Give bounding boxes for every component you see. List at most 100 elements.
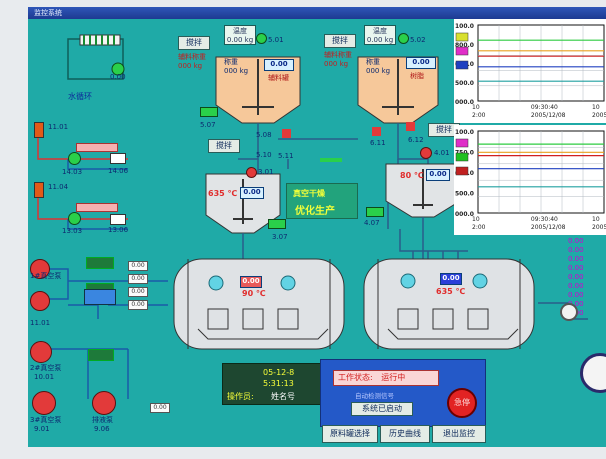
mixer-right-stir-button[interactable]: 搅拌	[428, 123, 460, 137]
dryer-right-temp: 635 ℃	[436, 287, 466, 296]
x-tick-label: 2005/12/08	[592, 112, 606, 119]
pump-2-bottom: 13.03	[62, 227, 83, 235]
x-tick-label: 2005/12/08	[592, 224, 606, 231]
mixer-right-status-icon[interactable]	[420, 147, 432, 159]
valve-red-2-icon[interactable]	[372, 127, 381, 136]
heat-tube-1	[76, 143, 118, 152]
center-flow-indicator	[320, 158, 342, 162]
x-tick-label: 09:30:40	[531, 216, 558, 223]
legend-swatch	[455, 46, 469, 56]
x-tick-label: 2:00	[472, 112, 486, 119]
mixer-left-valve: 3.07	[272, 233, 288, 241]
water-ring-value: 0.00	[110, 73, 126, 81]
nav-exit-button[interactable]: 退出监控	[432, 425, 486, 443]
mixer-right-valve-icon[interactable]	[366, 207, 384, 217]
tank-left-box-value: 0.00	[264, 59, 294, 71]
nav-tank-select-button[interactable]: 原料罐选择	[322, 425, 378, 443]
feed-pump-2[interactable]	[34, 182, 44, 198]
process-panel: 水循环 0.00 11.01 14.03 14.06 11.04 13.03 1…	[28, 19, 606, 447]
center-sign-line1: 真空干燥	[293, 189, 325, 198]
vacuum-pump-3-label: 3#真空泵	[30, 416, 62, 424]
feed-pump-1[interactable]	[34, 122, 44, 138]
dryer-right-value: 0.00	[440, 273, 462, 285]
vacuum-pump-1b-icon[interactable]	[30, 291, 50, 311]
tank-right-box-label: 树脂	[410, 72, 424, 80]
mixer-left-temp: 635 ℃	[208, 189, 238, 198]
status-field: 工作状态: 运行中	[333, 370, 439, 386]
water-ring-label: 水循环	[68, 92, 92, 101]
y-tick-label: 000.0	[455, 211, 474, 218]
counter-4: 0.00	[128, 300, 148, 310]
mixer-left-value: 0.00	[240, 187, 264, 199]
status-sub: 自动检测信号	[355, 392, 394, 400]
time-panel: 05-12-8 5:31:13 操作员: 姓名号	[222, 363, 324, 405]
right-value-2: 0.00	[568, 246, 584, 254]
mixer-left-stir-button[interactable]: 搅拌	[208, 139, 240, 153]
center-sign-line2: 优化生产	[295, 206, 335, 217]
tank-left-box-label: 辅料罐	[268, 74, 289, 82]
status-panel: 工作状态: 运行中 自动检测信号 系统已启动 急停	[320, 359, 486, 427]
tank-right-weigh-label: 称重	[366, 58, 380, 66]
time-panel-time: 5:31:13	[263, 379, 294, 388]
tank-left-stir-button[interactable]: 搅拌	[178, 36, 210, 50]
right-value-7: 0.00	[568, 291, 584, 299]
emergency-stop-button[interactable]: 急停	[447, 388, 477, 418]
y-tick-label: 100.0	[455, 23, 474, 30]
legend-swatch	[455, 32, 469, 42]
x-tick-label: 09:30:40	[531, 104, 558, 111]
valve-red-3-icon[interactable]	[406, 122, 415, 131]
vacuum-pump-3-value: 9.01	[34, 425, 50, 433]
vacuum-pump-3-icon[interactable]	[32, 391, 56, 415]
x-tick-label: 10	[592, 104, 600, 111]
mixer-left-indicator: 3.01	[258, 168, 274, 176]
tank-right-temp-tag: 温度 0.00 kg	[364, 25, 396, 45]
legend-swatch	[455, 152, 469, 162]
x-tick-label: 2005/12/08	[531, 224, 566, 231]
center-sign: 真空干燥 优化生产	[286, 183, 358, 219]
mixer-left-status-icon[interactable]	[246, 167, 257, 178]
valve-red-1-icon[interactable]	[282, 129, 291, 138]
right-value-8: 0.00	[568, 300, 584, 308]
tank-left-weigh-value: 000 kg	[224, 67, 249, 75]
mixer-left-valve-icon[interactable]	[268, 219, 286, 229]
mixer-right-value: 0.00	[426, 169, 450, 181]
system-start-button[interactable]: 系统已启动	[351, 402, 413, 416]
time-panel-date: 05-12-8	[263, 368, 295, 377]
x-tick-label: 2:00	[472, 224, 486, 231]
tank-right-indicator: 5.02	[410, 36, 426, 44]
trend-chart-bottom: 100.0750.0650.0500.0000.0102:0009:30:402…	[454, 125, 606, 235]
tank-right-status-icon[interactable]	[398, 33, 409, 44]
trend-chart-top: 100.0800.0650.0500.0000.0102:0009:30:402…	[454, 19, 606, 123]
mixer-right-temp: 80 ℃	[400, 171, 424, 180]
pump-1-status-icon[interactable]	[68, 152, 81, 165]
drain-pump-icon[interactable]	[92, 391, 116, 415]
tank-left-status-icon[interactable]	[256, 33, 267, 44]
tank-right-temp-label: 温度	[373, 27, 387, 35]
pressure-gauge-icon	[560, 303, 578, 321]
tank-right-feed-value: 000 kg	[324, 60, 349, 68]
mixer-right-indicator: 4.01	[434, 149, 450, 157]
tank-right-stir-button[interactable]: 搅拌	[324, 34, 356, 48]
mixer-right-valve: 4.07	[364, 219, 380, 227]
pump-1-bottom: 14.03	[62, 168, 83, 176]
tank-left-temp-tag: 温度 0.00 kg	[224, 25, 256, 45]
right-value-6: 0.00	[568, 282, 584, 290]
nav-history-button[interactable]: 历史曲线	[380, 425, 430, 443]
vacuum-pump-2-icon[interactable]	[30, 341, 52, 363]
valve-block-3[interactable]	[88, 349, 114, 361]
vacuum-pump-1-icon[interactable]	[30, 259, 50, 279]
valve-block-blue[interactable]	[84, 289, 116, 305]
valve-mid-4: 6.12	[408, 136, 424, 144]
drain-pump-value: 9.06	[94, 425, 110, 433]
x-tick-label: 10	[472, 216, 480, 223]
water-ring-loop	[67, 34, 125, 80]
tank-right-weigh-value: 000 kg	[366, 67, 391, 75]
agitators	[242, 59, 414, 115]
heat-tube-2	[76, 203, 118, 212]
window-title: 监控系统	[34, 9, 62, 17]
valve-block-1[interactable]	[86, 257, 114, 269]
pump-2-status-icon[interactable]	[68, 212, 81, 225]
tank-left-valve-icon[interactable]	[200, 107, 218, 117]
vacuum-pump-1-value: 11.01	[30, 319, 51, 327]
